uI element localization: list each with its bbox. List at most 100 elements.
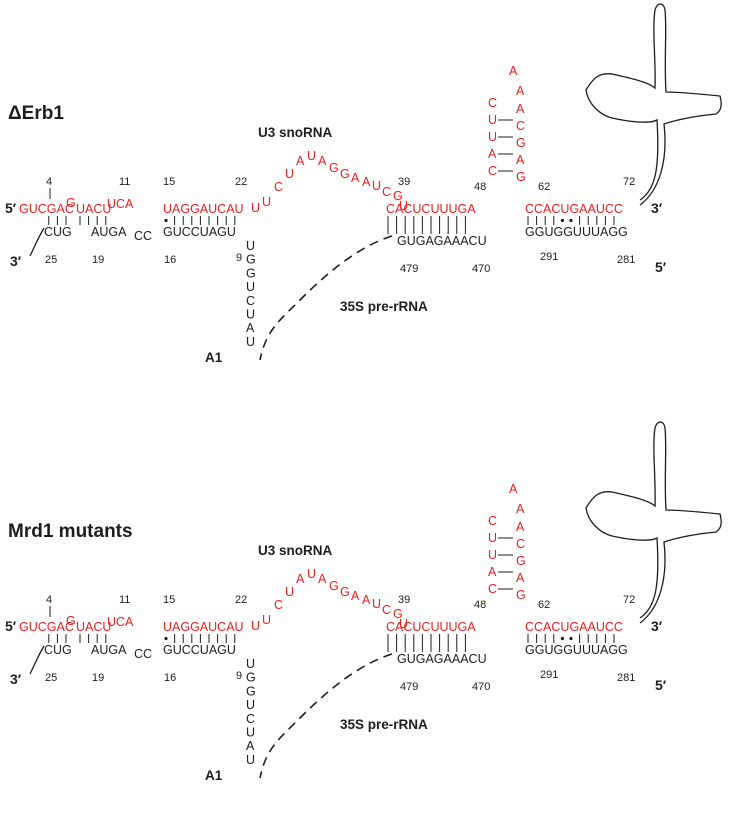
a1-site-label: A1 [205,350,223,365]
pre-stem-nt: U [246,753,255,767]
pre-seg-2: AUGA [91,225,127,239]
u3-loop-nt: G [329,579,339,593]
pos-72: 72 [623,594,635,606]
pos-479: 479 [400,263,418,275]
u3-loop-nt: C [382,603,391,617]
pos-479: 479 [400,681,418,693]
u3-loop-nt: A [318,154,327,168]
hairpin-left-nt: U [488,548,497,562]
gu-pair-dot [569,218,573,223]
pre-stem-nt: G [246,671,256,685]
pos-62: 62 [538,181,550,193]
pos-470: 470 [472,681,490,693]
u3-loop-nt: A [296,154,305,168]
u3-loop-nt: U [285,585,294,599]
pos-16: 16 [164,672,176,684]
u3-loop-nt: A [362,593,371,607]
pos-48: 48 [474,181,486,193]
pre-stem-nt: G [246,253,256,267]
pos-9: 9 [236,252,242,264]
pos-4: 4 [46,176,52,188]
u3-tail-cross [585,421,722,624]
gu-pair-dot [569,636,573,641]
u3-bulge-2: UCA [107,615,134,629]
u3-box-4: CACUCUUUGA [386,620,476,634]
pre-seg-5: GGUGGUUUAGG [525,643,628,657]
u3-loop-nt: A [351,171,360,185]
u3-box-2: UACU [76,620,111,634]
hairpin-left-nt: A [488,565,497,579]
pre-rrna-dashed-path [259,653,393,779]
u3-loop-nt: U [399,617,408,631]
u3-box-4: CACUCUUUGA [386,202,476,216]
pos-4: 4 [46,594,52,606]
gu-pair-dot [164,636,168,641]
hairpin-right-nt: G [516,170,526,184]
pre-seg-3: GUCCUAGU [163,643,236,657]
u3-box-1: GUCGAC [19,620,74,634]
hairpin-right-nt: G [516,554,526,568]
base-pair-bonds [48,634,615,652]
u3-loop-nt: A [296,572,305,586]
hairpin-right-nt: C [516,537,525,551]
pos-281: 281 [617,254,635,266]
pre-seg-2: AUGA [91,643,127,657]
pre-rrna-label: 35S pre-rRNA [340,299,428,314]
pre-stem-nt: G [246,266,256,280]
pre-stem-nt: U [246,726,255,740]
panel-title: ΔErb1 [8,103,64,124]
hairpin-right-nt: A [509,482,518,496]
u3-loop-nt: A [318,572,327,586]
pre-seg-1: CUG [44,225,72,239]
pre-seg-2b: CC [134,229,152,243]
u3-5prime-end: 5′ [5,618,17,634]
u3-loop-nt: C [274,598,283,612]
pre-seg-5: GGUGGUUUAGG [525,225,628,239]
pre-stem-nt: C [246,712,255,726]
hairpin-left-nt: C [488,582,497,596]
u3-loop-nt: U [307,149,316,163]
pre-stem-nt: U [246,657,255,671]
u3-loop-nt: C [382,185,391,199]
pos-15: 15 [163,176,175,188]
gu-pair-dot [164,218,168,223]
hairpin-left-nt: C [488,164,497,178]
pre-rrna-dashed-path [259,235,393,361]
pos-11: 11 [119,176,130,188]
u3-box-5: CCACUGAAUCC [525,202,623,216]
hairpin-left-nt: U [488,113,497,127]
panel-title: Mrd1 mutants [8,521,133,542]
u3-box-1: GUCGAC [19,202,74,216]
u3-box-3: UAGGAUCAU [163,620,244,634]
panel-mrd1-mutants: Mrd1 mutants U3 snoRNA 35S pre-rRNA A1 5… [5,421,722,783]
pos-281: 281 [617,672,635,684]
u3-loop-nt: G [393,607,403,621]
hairpin-right-nt: G [516,136,526,150]
hairpin-right-nt: A [516,153,525,167]
pos-291: 291 [540,669,558,681]
pre-stem-nt: U [246,335,255,349]
base-pair-bonds [48,216,615,234]
u3-loop-nt: U [262,195,271,209]
gu-pair-dot [560,218,565,223]
hairpin-right-nt: A [516,502,525,516]
hairpin-right-nt: A [516,571,525,585]
pre-stem-nt: U [246,239,255,253]
pre-stem-nt: U [246,698,255,712]
u3-box-3: UAGGAUCAU [163,202,244,216]
u3-loop-nt: C [274,180,283,194]
pre-stem-nt: U [246,308,255,322]
pre-rrna-label: 35S pre-rRNA [340,717,428,732]
panel-erb1: ΔErb1 U3 snoRNA 35S pre-rRNA A1 5′ 3′ 3′… [5,3,722,365]
u3-box-5: CCACUGAAUCC [525,620,623,634]
u3-loop-nt: U [251,619,260,633]
u3-loop-nt: G [340,167,350,181]
pos-19: 19 [92,672,104,684]
strand-curves [29,227,45,257]
u3-loop-nt: U [307,567,316,581]
u3-loop-nt: U [372,179,381,193]
